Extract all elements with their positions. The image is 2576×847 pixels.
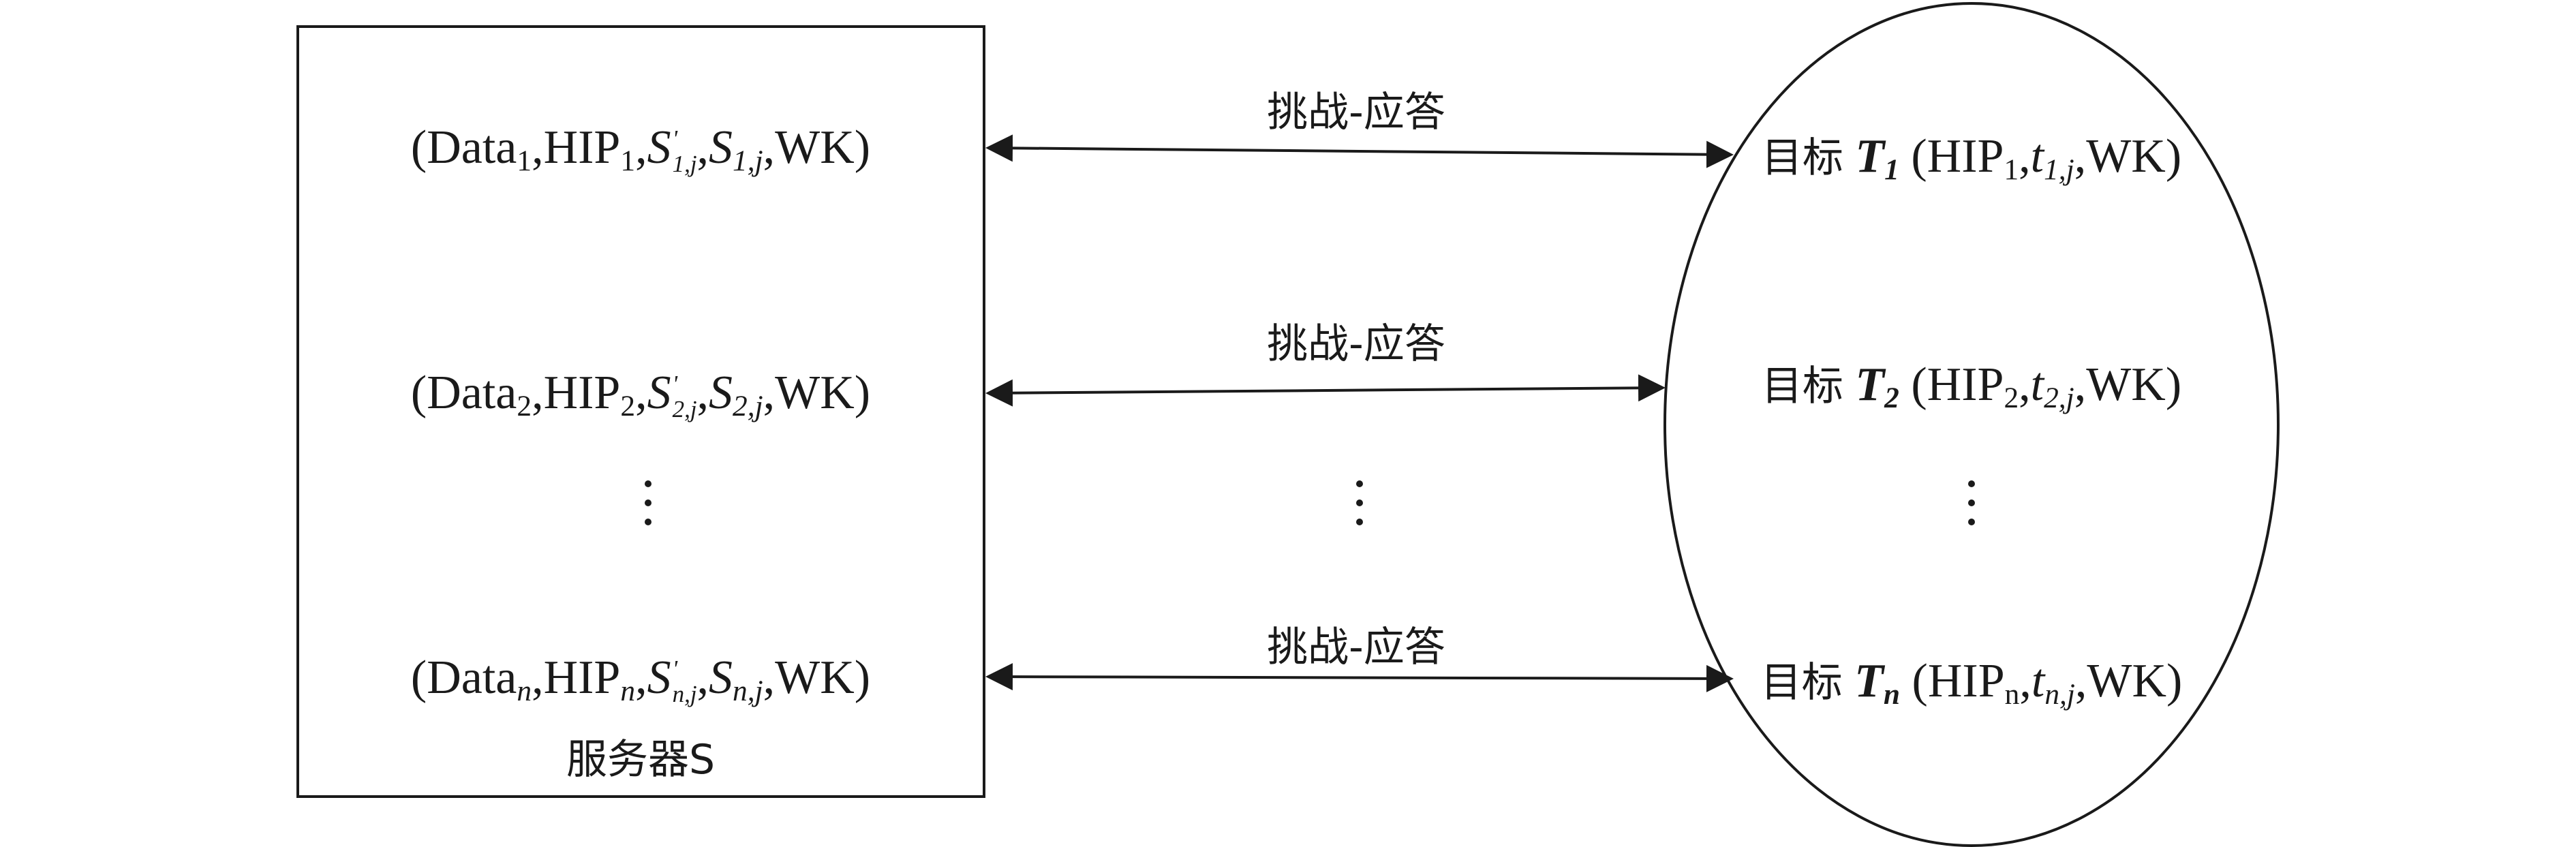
row-wk-label: WK) (775, 651, 871, 704)
row-wk-label: WK) (775, 121, 871, 174)
target-ellipsis (1967, 480, 1976, 538)
row-hip-label: HIP (543, 367, 621, 419)
row-data-label: (Data (410, 367, 517, 419)
target-prefix: 目标 (1761, 363, 1843, 410)
arrow-label-n: 挑战-应答 (1267, 623, 1445, 671)
row-data-sub: 1 (517, 144, 532, 177)
target-prefix: 目标 (1761, 134, 1843, 182)
arrow-label-1: 挑战-应答 (1267, 89, 1445, 136)
row-s-label: S (709, 651, 733, 704)
arrow-ellipsis (1355, 480, 1364, 538)
target-tt-label: t (2031, 655, 2045, 707)
row-sprime-label: S (647, 121, 671, 174)
target-t-label: T (1854, 655, 1884, 707)
row-sprime-label: S (647, 367, 671, 419)
target-tt-sub: 1,j (2044, 153, 2074, 186)
row-sprime-mark: ' (672, 656, 678, 683)
target-tt-label: t (2030, 358, 2044, 411)
row-hip-sub: 1 (620, 144, 636, 177)
target-wk-label: WK) (2087, 655, 2183, 707)
row-data-sub: n (517, 674, 532, 707)
row-hip-sub: 2 (620, 389, 636, 422)
target-wk-label: WK) (2086, 358, 2182, 411)
row-hip-sub: n (620, 674, 636, 707)
row-sprime-mark: ' (672, 125, 678, 153)
arrow-row-2 (985, 374, 1666, 407)
row-sprime-sub: n,j (672, 680, 697, 707)
target-row-2: 目标 T2 (HIP2,t2,j,WK) (1761, 358, 2182, 414)
row-s-label: S (709, 121, 733, 174)
server-ellipsis (644, 480, 652, 538)
row-data-label: (Data (410, 651, 517, 704)
arrow-row-n (985, 663, 1734, 692)
row-wk-label: WK) (775, 367, 871, 419)
arrow-row-1 (985, 134, 1734, 168)
target-wk-label: WK) (2086, 130, 2182, 183)
server-caption: 服务器S (566, 736, 716, 784)
target-tt-sub: 2,j (2044, 381, 2074, 414)
server-row-1: (Data1,HIP1,S'1,j,S1,j,WK) (410, 121, 871, 177)
server-box (296, 25, 985, 798)
row-sprime-sub: 2,j (672, 395, 697, 422)
target-hip-sub: 2 (2004, 381, 2019, 414)
target-hip-label: (HIP (1912, 655, 2005, 707)
row-data-sub: 2 (517, 389, 532, 422)
target-hip-sub: 1 (2004, 153, 2019, 186)
targets-ellipse (1663, 2, 2280, 847)
target-t-sub: 1 (1884, 153, 1899, 186)
target-t-sub: n (1883, 677, 1901, 711)
row-s-sub: 1,j (733, 144, 763, 177)
target-tt-label: t (2030, 130, 2044, 183)
row-sprime-sub: 1,j (672, 150, 697, 177)
target-hip-label: (HIP (1911, 130, 2004, 183)
row-s-sub: n,j (733, 674, 763, 707)
target-prefix: 目标 (1760, 659, 1843, 707)
row-s-sub: 2,j (733, 389, 763, 422)
server-row-n: (Datan,HIPn,S'n,j,Sn,j,WK) (410, 651, 871, 707)
target-t-sub: 2 (1884, 381, 1899, 414)
row-sprime-mark: ' (672, 371, 678, 398)
row-data-label: (Data (410, 121, 517, 174)
arrow-label-2: 挑战-应答 (1267, 320, 1445, 368)
target-hip-label: (HIP (1911, 358, 2004, 411)
target-hip-sub: n (2004, 677, 2020, 711)
target-row-n: 目标 Tn (HIPn,tn,j,WK) (1760, 655, 2183, 711)
target-tt-sub: n,j (2044, 677, 2075, 711)
row-hip-label: HIP (543, 651, 621, 704)
row-hip-label: HIP (543, 121, 621, 174)
row-sprime-label: S (647, 651, 671, 704)
row-s-label: S (709, 367, 733, 419)
target-t-label: T (1855, 358, 1885, 411)
target-row-1: 目标 T1 (HIP1,t1,j,WK) (1761, 130, 2182, 186)
target-t-label: T (1855, 130, 1885, 183)
server-row-2: (Data2,HIP2,S'2,j,S2,j,WK) (410, 367, 871, 422)
